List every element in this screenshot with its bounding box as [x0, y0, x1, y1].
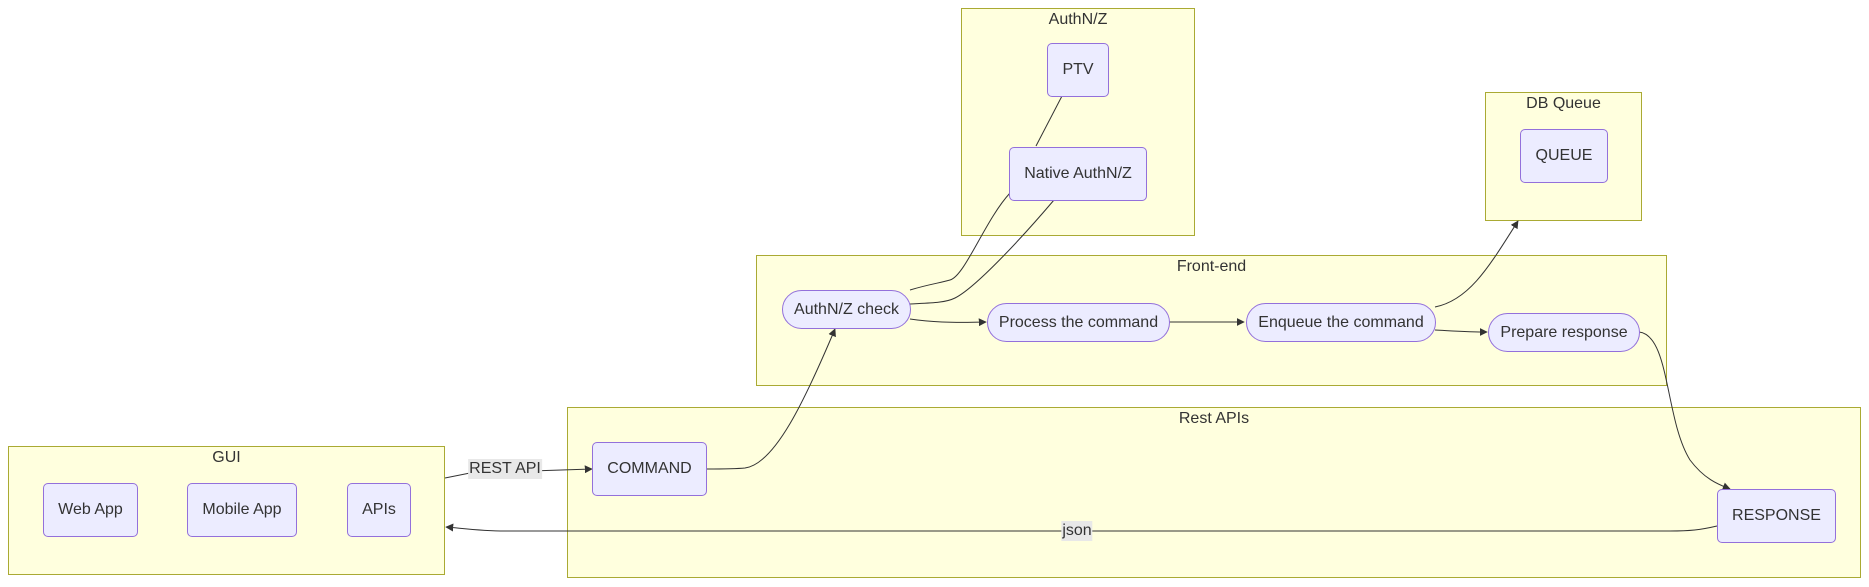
- edge-ptv-link: [1035, 95, 1063, 147]
- cluster-title-authnz: AuthN/Z: [1048, 11, 1108, 28]
- node-ptv: PTV: [1047, 43, 1109, 97]
- node-command: COMMAND: [592, 442, 707, 496]
- edge-authnz-check-to-native: [909, 199, 1055, 305]
- node-web-app: Web App: [43, 483, 138, 537]
- cluster-title-frontend: Front-end: [1176, 258, 1247, 275]
- node-native-authnz: Native AuthN/Z: [1009, 147, 1147, 201]
- edge-label-json: json: [1061, 521, 1093, 541]
- cluster-title-gui: GUI: [212, 449, 241, 466]
- edge-enqueue-to-prepare: [1434, 327, 1488, 336]
- node-prepare-response: Prepare response: [1488, 313, 1640, 352]
- edge-authnz-check-to-process: [909, 318, 987, 327]
- node-authnz-check: AuthN/Z check: [782, 290, 911, 329]
- node-mobile-app: Mobile App: [187, 483, 297, 537]
- node-queue: QUEUE: [1520, 129, 1608, 183]
- node-apis: APIs: [347, 483, 411, 537]
- node-response: RESPONSE: [1717, 489, 1836, 543]
- node-process-command: Process the command: [987, 303, 1170, 342]
- edge-prepare-to-response: [1638, 331, 1731, 491]
- edge-enqueue-to-queue: [1434, 220, 1519, 308]
- cluster-db-queue: DB Queue: [1485, 92, 1642, 221]
- cluster-title-rest-apis: Rest APIs: [1178, 410, 1250, 427]
- cluster-title-db-queue: DB Queue: [1526, 95, 1601, 112]
- node-enqueue-command: Enqueue the command: [1246, 303, 1436, 342]
- edge-label-rest-api: REST API: [468, 459, 542, 479]
- edge-command-to-authnz-check: [705, 328, 836, 470]
